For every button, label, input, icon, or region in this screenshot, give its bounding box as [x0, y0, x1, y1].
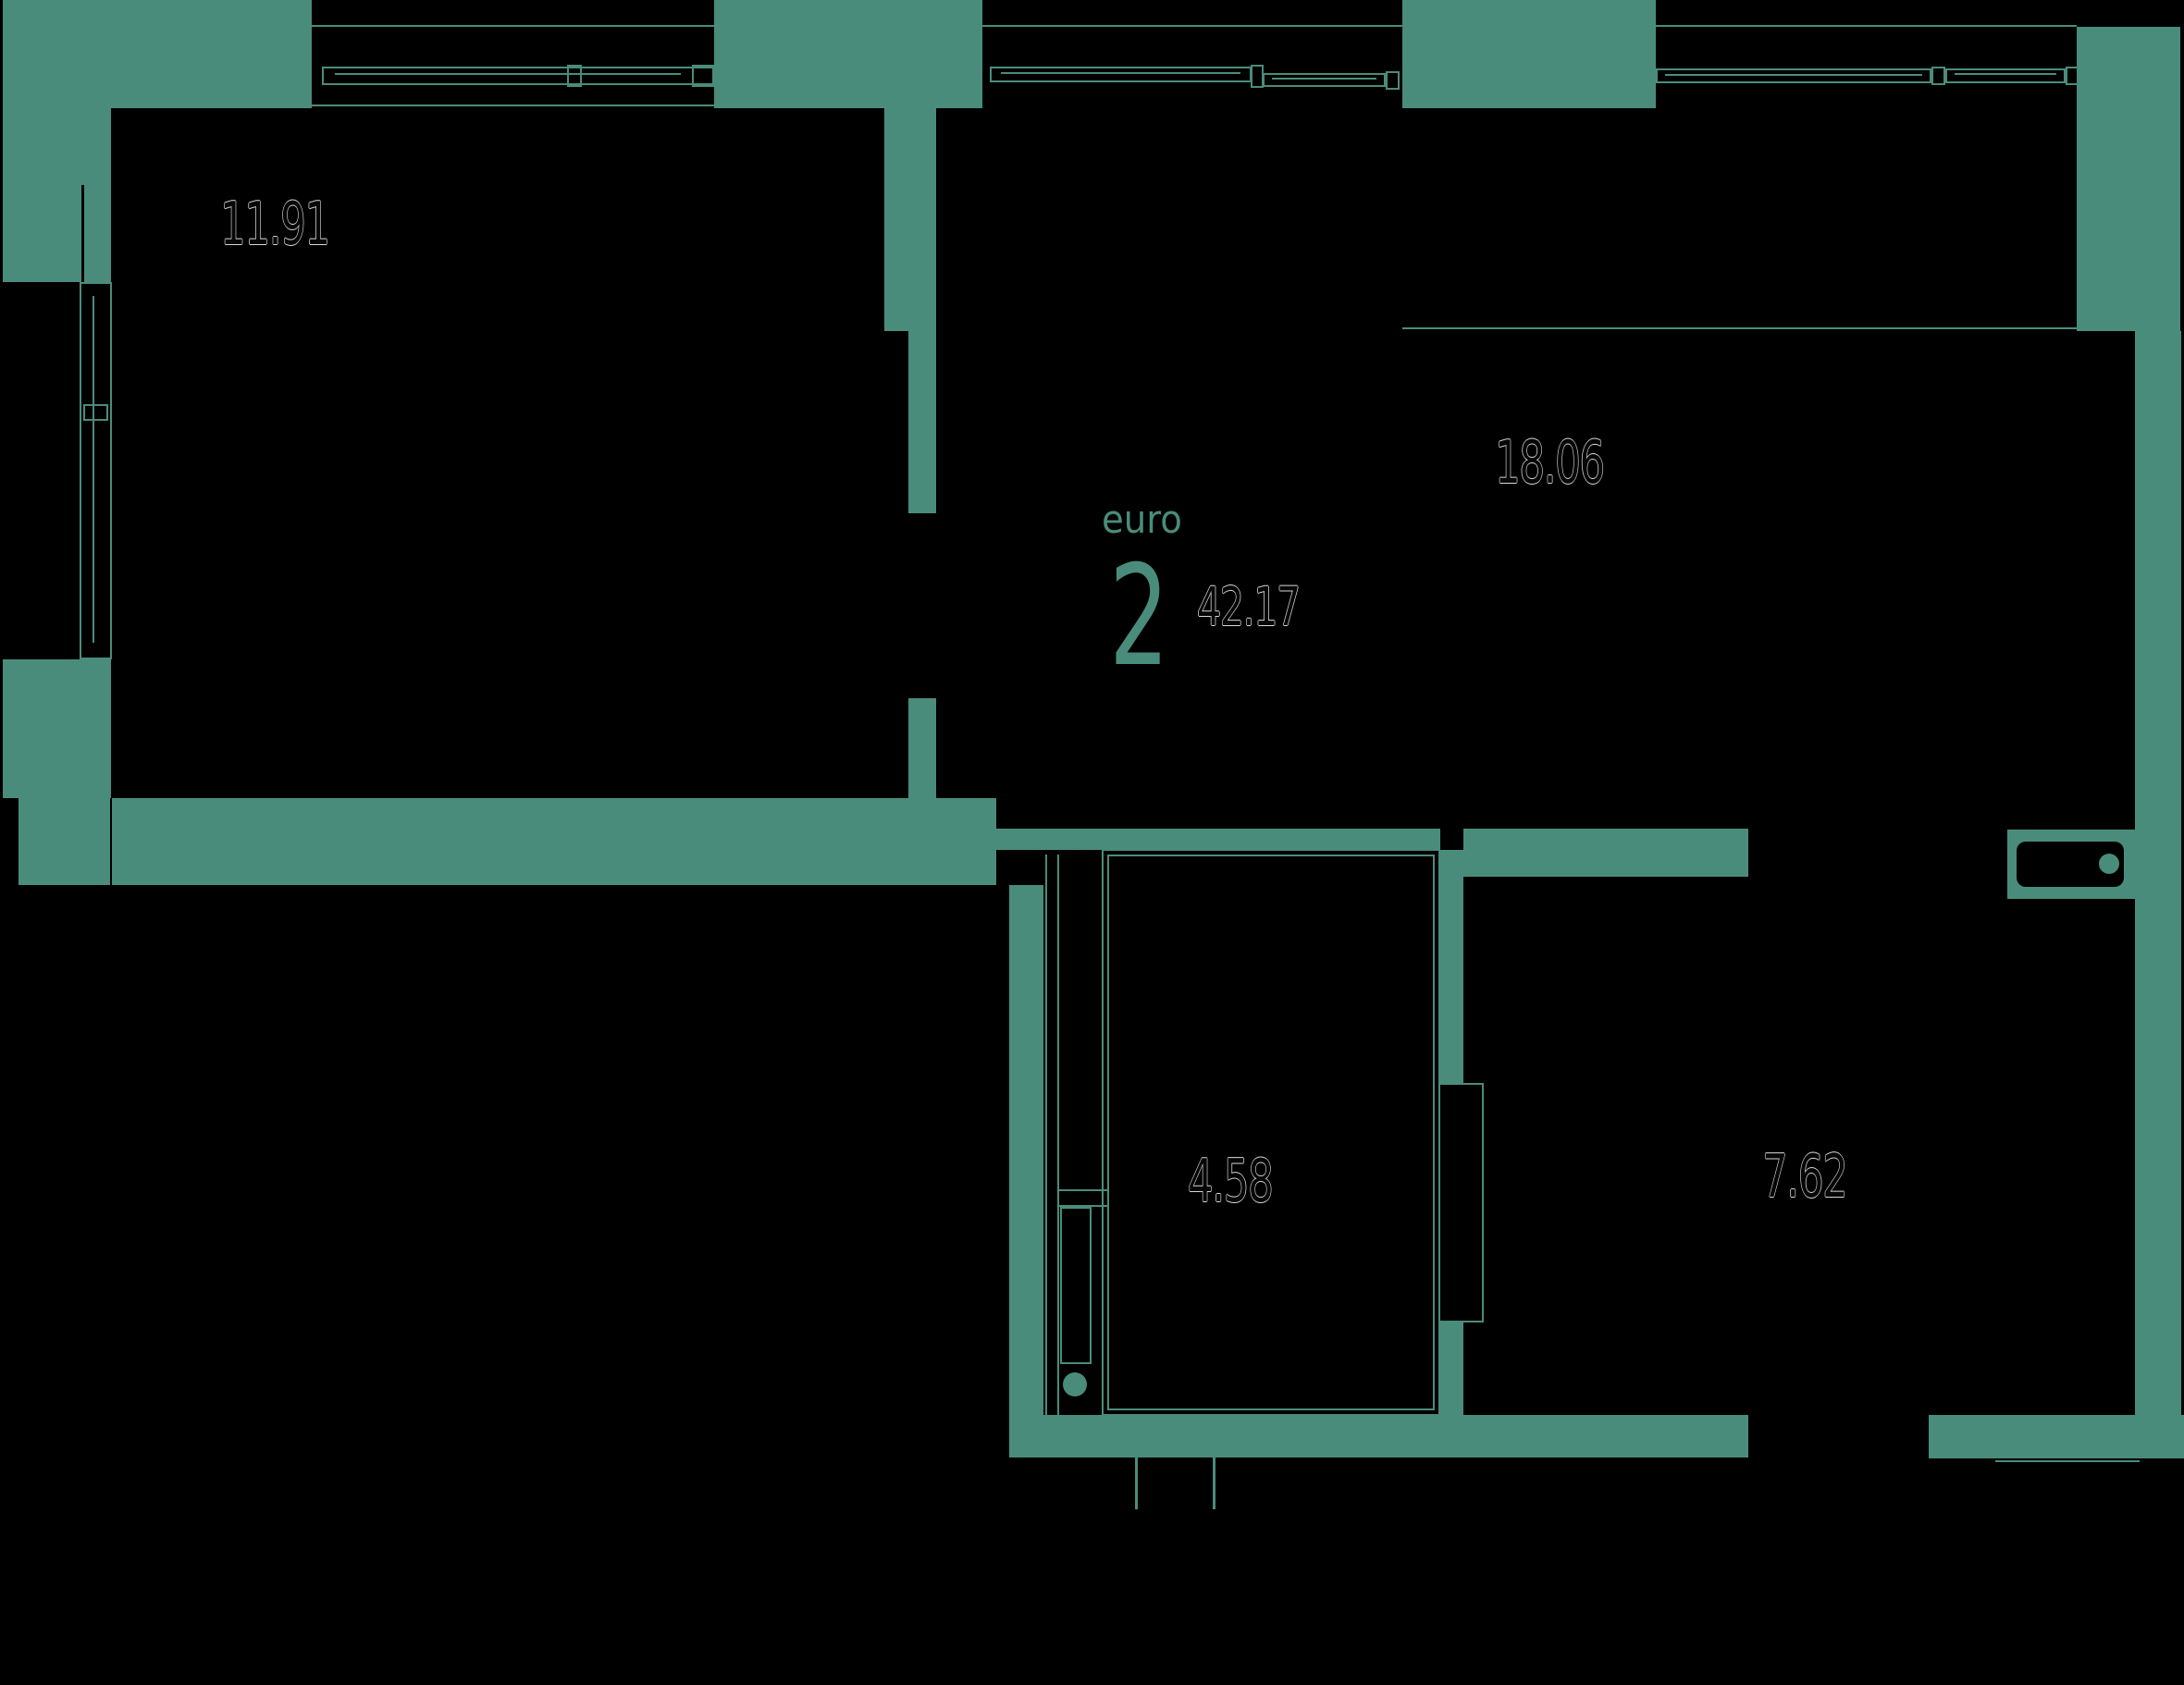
plan-type-label: euro — [1102, 497, 1182, 542]
wall-right-outer — [2135, 331, 2181, 1458]
wall-stub-below-1 — [1135, 1457, 1138, 1509]
window-left-glazing — [93, 296, 94, 643]
window-left-frame — [80, 282, 112, 659]
bathroom-frame-tick-1 — [1057, 1189, 1107, 1191]
wall-bathroom-right-up — [1440, 850, 1463, 1083]
window2-divider — [1251, 65, 1264, 88]
wall-pier-win1-win2 — [714, 0, 982, 108]
wall-interroom-mid — [908, 331, 936, 513]
window2-end — [1386, 71, 1400, 90]
wall-interroom-upper — [884, 108, 936, 331]
window1-glazing — [335, 73, 681, 75]
bottom-right-underline — [1995, 1460, 2140, 1462]
wall-bathroom-right-low — [1440, 1322, 1463, 1415]
room-label-4-58: 4.58 — [1188, 1148, 1274, 1216]
room-label-18-06: 18.06 — [1495, 429, 1605, 498]
window3-sash-b — [1945, 68, 2066, 83]
room-label-11-91: 11.91 — [220, 191, 330, 259]
sewer-riser-icon — [1063, 1372, 1087, 1396]
window3-glazing-b — [1955, 73, 2056, 75]
room-label-7-62: 7.62 — [1762, 1143, 1848, 1211]
room2-top-inner-line — [1402, 327, 2077, 329]
wall-bottom-right — [1929, 1415, 2184, 1458]
wall-left-lower — [3, 659, 111, 798]
bathroom-frame-tick-2 — [1057, 1205, 1107, 1207]
window2-sash-a — [990, 67, 1252, 82]
wall-hall-top — [1463, 829, 1748, 877]
wall-bottom-room1 — [19, 798, 996, 885]
window-left-divider — [83, 404, 108, 421]
window3-end — [2066, 67, 2079, 85]
wall-stub-below-2 — [1213, 1457, 1215, 1509]
bathroom-outline-inner — [1107, 855, 1435, 1410]
rooms-count-label: 2 — [1109, 536, 1169, 697]
wall-bottom-mid — [1009, 1415, 1748, 1457]
window1-frame — [322, 67, 714, 85]
window3-sash-a — [1656, 68, 1931, 83]
window1-end — [692, 65, 714, 87]
room1-top-inner-line — [312, 105, 714, 106]
top-wall-outer-line — [312, 25, 2077, 27]
window1-divider — [567, 65, 582, 87]
window3-divider — [1931, 67, 1945, 85]
bathroom-frame-line-1 — [1045, 855, 1047, 1415]
window2-glazing-b — [1272, 78, 1376, 80]
bathroom-frame-line-2 — [1057, 855, 1059, 1415]
bathroom-door-leaf — [1482, 1083, 1484, 1322]
sewer-riser-box — [1060, 1207, 1092, 1364]
fixture-circle-icon — [2099, 854, 2119, 874]
wall-interroom-lower — [908, 698, 936, 798]
wall-pier-win2-win3 — [1402, 0, 1656, 108]
window2-glazing-a — [1001, 72, 1240, 74]
wall-seam-bottom — [110, 798, 112, 885]
bathroom-door-tick-bottom — [1440, 1321, 1484, 1322]
bathroom-outline-outer — [1102, 849, 1440, 1416]
wall-bathroom-left — [1009, 885, 1043, 1415]
window2-sash-b — [1263, 73, 1386, 87]
bathroom-door-tick-top — [1440, 1083, 1484, 1085]
wall-seam-left — [81, 185, 84, 282]
total-area-label: 42.17 — [1197, 575, 1301, 638]
wall-right-pier-block — [2077, 27, 2180, 331]
wall-top-left-block — [3, 0, 312, 108]
window3-glazing-a — [1665, 74, 1922, 76]
wall-over-bathroom — [996, 829, 1440, 850]
wall-left-upper — [3, 108, 111, 282]
